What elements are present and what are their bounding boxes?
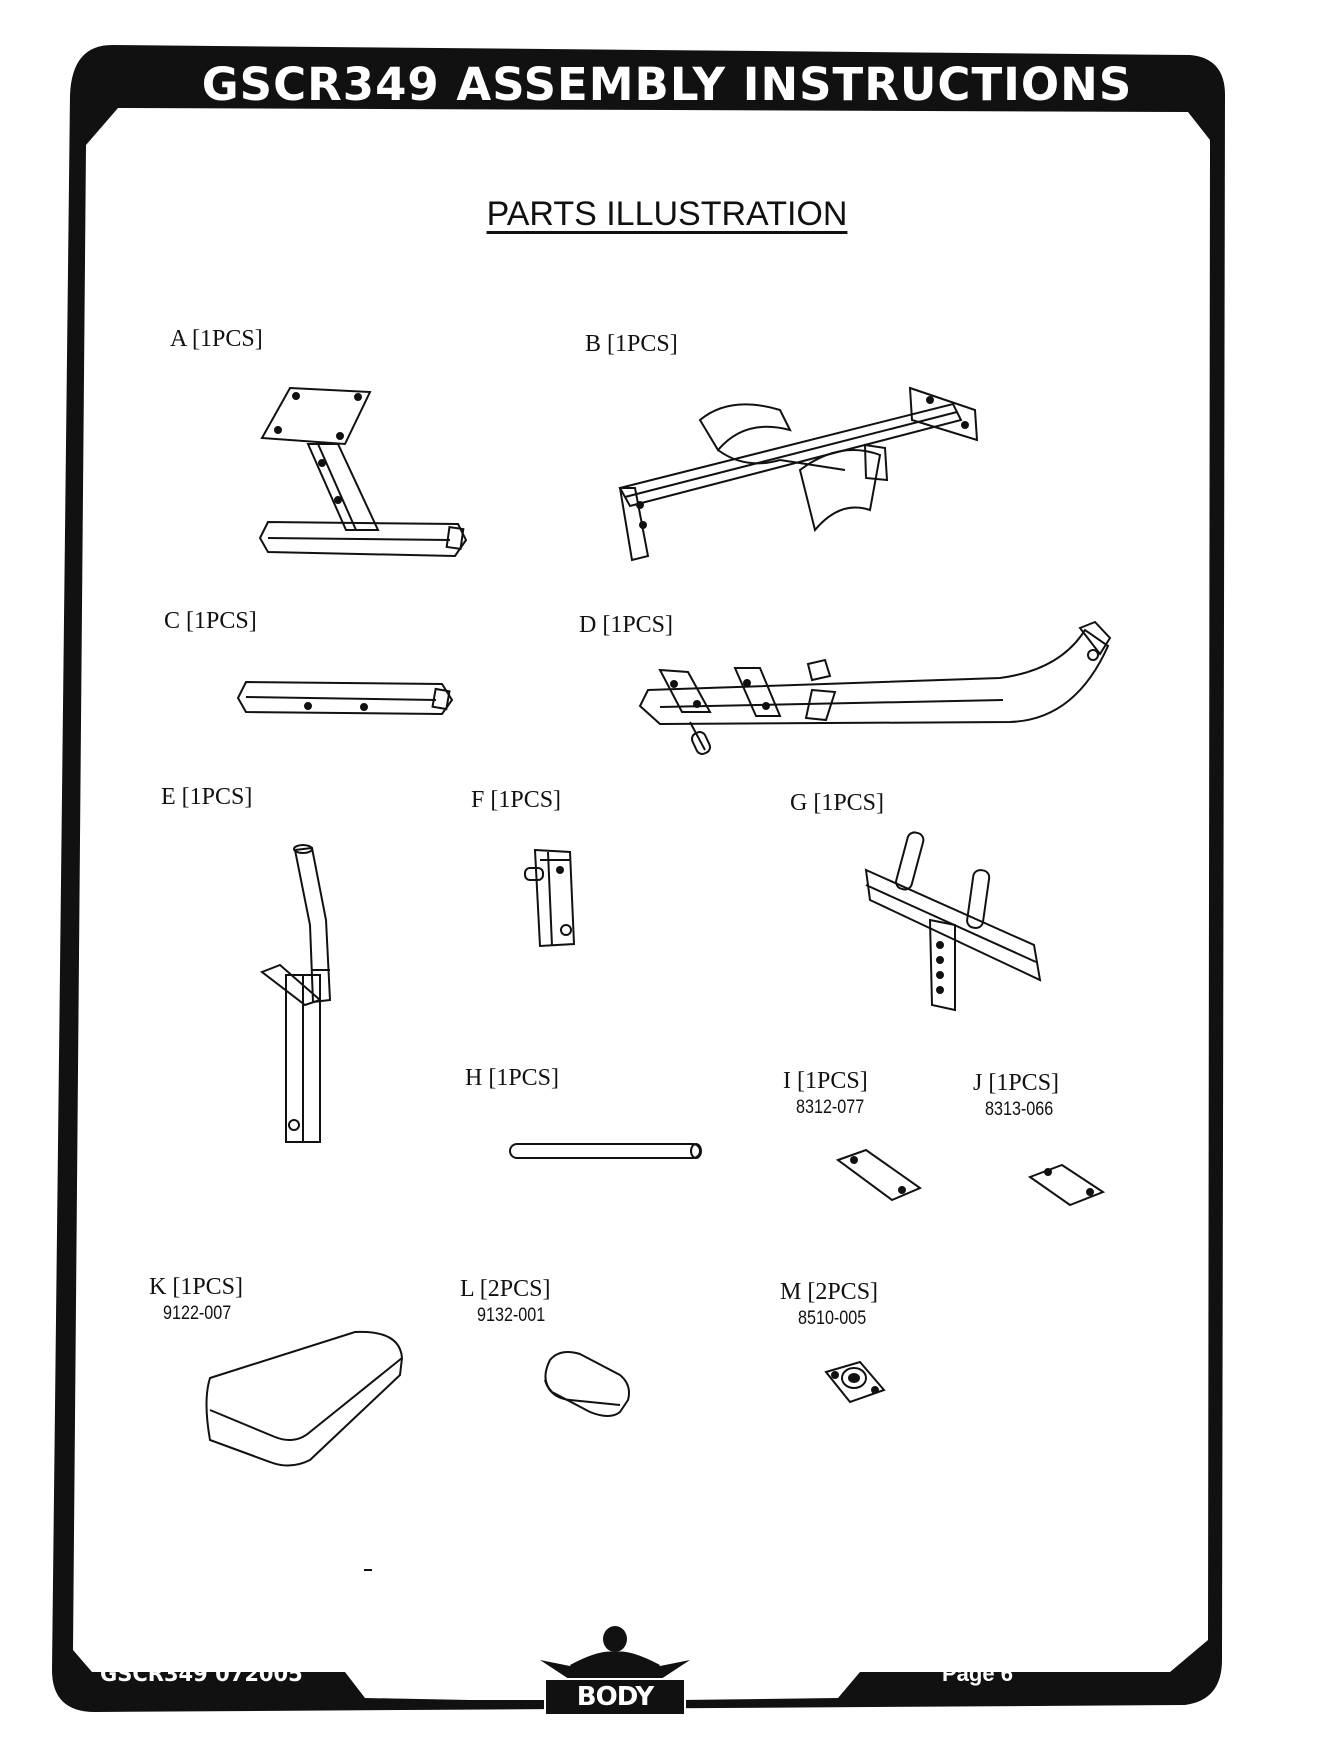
part-e-illustration: [262, 845, 330, 1142]
part-g-illustration: [866, 831, 1040, 1010]
part-j-illustration: [1030, 1165, 1103, 1205]
part-h-illustration: [510, 1144, 701, 1158]
part-i-illustration: [838, 1150, 920, 1200]
footer-doc-code: GSCR349 072005: [100, 1662, 303, 1686]
part-c-illustration: [238, 682, 452, 714]
part-m-illustration: [826, 1362, 884, 1402]
part-b-illustration: [620, 388, 977, 560]
brand-logo: BODY SOLID: [544, 1678, 686, 1716]
part-d-illustration: [640, 622, 1110, 756]
part-a-illustration: [260, 388, 466, 556]
footer-page-number: Page 6: [942, 1661, 1013, 1687]
part-k-illustration: [207, 1332, 403, 1466]
logo-figure-icon: [530, 1625, 700, 1685]
part-f-illustration: [525, 850, 574, 946]
part-l-illustration: [545, 1352, 629, 1416]
